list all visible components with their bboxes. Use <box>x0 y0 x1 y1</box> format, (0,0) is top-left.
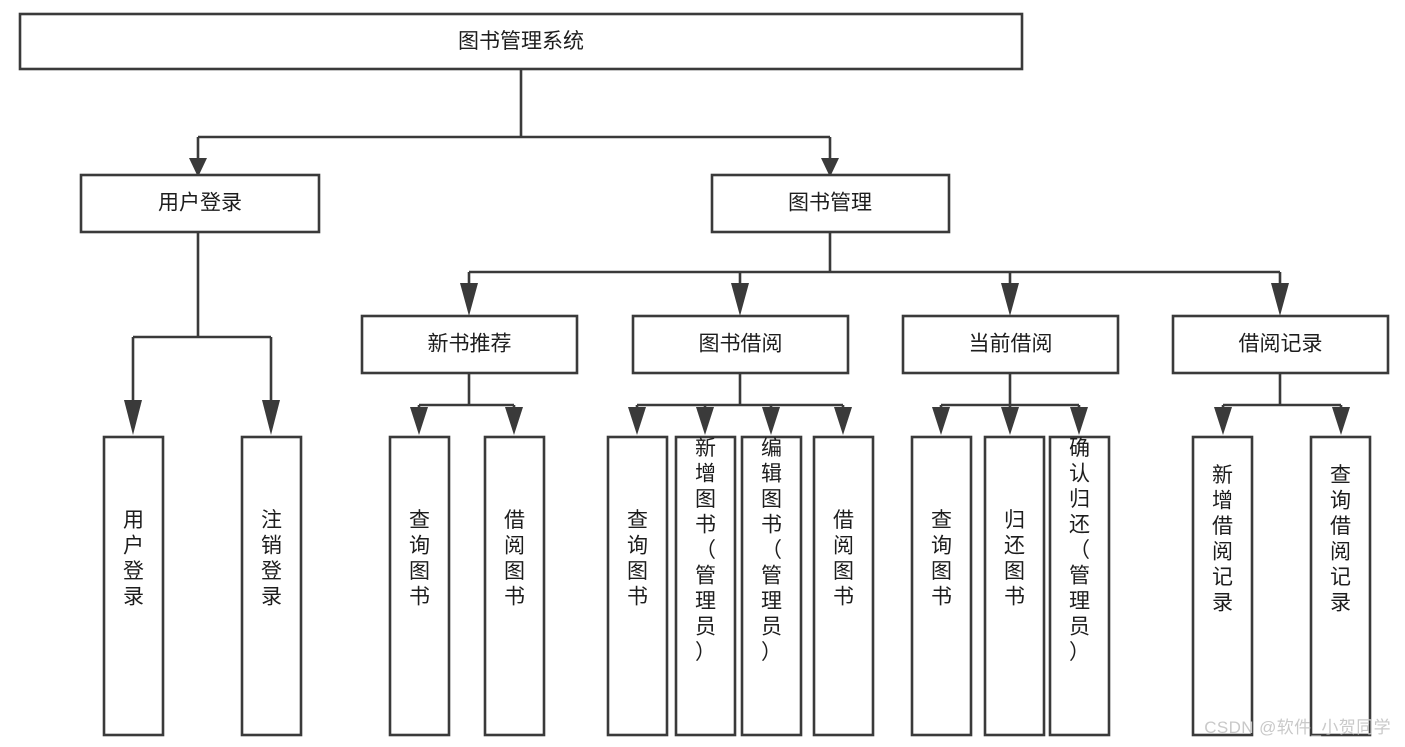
arrow-head-icon <box>731 283 749 316</box>
node-new-book-recommend[interactable]: 新书推荐 <box>360 314 579 375</box>
node-leaf-query-record-label: 查询借阅记录 <box>1330 464 1351 615</box>
node-leaf-add-record-label: 新增借阅记录 <box>1212 464 1233 615</box>
node-new-book-recommend-label: 新书推荐 <box>428 333 512 356</box>
node-book-borrow-box[interactable] <box>631 314 850 375</box>
node-leaf-borrow-book-1[interactable]: 借阅图书 <box>483 435 546 737</box>
arrow-head-icon <box>1001 407 1019 435</box>
arrow-head-icon <box>1001 283 1019 316</box>
node-leaf-confirm-return-label: 确认归还（管理员） <box>1069 437 1090 664</box>
arrow-head-icon <box>696 407 714 435</box>
connector-currentborrow-to-leaves <box>932 373 1088 435</box>
arrow-head-icon <box>932 407 950 435</box>
node-leaf-return-book-box[interactable] <box>983 435 1046 737</box>
node-user-login-box[interactable] <box>79 173 321 234</box>
node-leaf-edit-book-label: 编辑图书（管理员） <box>761 437 782 664</box>
arrow-head-icon <box>1332 407 1350 435</box>
node-root-box[interactable] <box>18 12 1024 71</box>
node-leaf-query-book-1-label: 查询图书 <box>409 509 430 609</box>
node-borrow-record[interactable]: 借阅记录 <box>1171 314 1390 375</box>
connector-borrowrecord-to-leaves <box>1214 373 1350 435</box>
node-leaf-query-book-2-label: 查询图书 <box>627 509 648 609</box>
node-book-borrow[interactable]: 图书借阅 <box>631 314 850 375</box>
node-leaf-add-book-box[interactable] <box>674 435 737 737</box>
node-root-label: 图书管理系统 <box>458 30 584 53</box>
node-book-manage-label: 图书管理 <box>788 192 872 215</box>
node-leaf-borrow-book-2-label: 借阅图书 <box>833 509 854 609</box>
node-leaf-borrow-book-2[interactable]: 借阅图书 <box>812 435 875 737</box>
node-current-borrow-box[interactable] <box>901 314 1120 375</box>
node-leaf-borrow-book-1-box[interactable] <box>483 435 546 737</box>
node-leaf-query-book-2[interactable]: 查询图书 <box>606 435 669 737</box>
node-root[interactable]: 图书管理系统 <box>18 12 1024 71</box>
arrow-head-icon <box>628 407 646 435</box>
node-current-borrow-label: 当前借阅 <box>969 333 1053 356</box>
node-book-manage-box[interactable] <box>710 173 951 234</box>
node-leaf-user-login-label: 用户登录 <box>123 509 144 609</box>
node-leaf-query-book-1-box[interactable] <box>388 435 451 737</box>
connector-root-to-level1 <box>189 69 839 177</box>
node-leaf-query-book-3[interactable]: 查询图书 <box>910 435 973 737</box>
arrow-head-icon <box>834 407 852 435</box>
node-leaf-query-book-3-box[interactable] <box>910 435 973 737</box>
node-new-book-recommend-box[interactable] <box>360 314 579 375</box>
connector-bookborrow-to-leaves <box>628 373 852 435</box>
node-leaf-user-login-box[interactable] <box>102 435 165 737</box>
node-leaf-borrow-book-1-label: 借阅图书 <box>504 509 525 609</box>
node-leaf-query-book-3-label: 查询图书 <box>931 509 952 609</box>
node-current-borrow[interactable]: 当前借阅 <box>901 314 1120 375</box>
node-leaf-add-book-label: 新增图书（管理员） <box>695 437 716 664</box>
node-leaf-add-record[interactable]: 新增借阅记录 <box>1191 435 1254 737</box>
node-borrow-record-label: 借阅记录 <box>1239 333 1323 356</box>
arrow-head-icon <box>762 407 780 435</box>
node-book-manage[interactable]: 图书管理 <box>710 173 951 234</box>
node-leaf-confirm-return[interactable]: 确认归还（管理员） <box>1048 435 1111 737</box>
node-leaf-user-login[interactable]: 用户登录 <box>102 435 165 737</box>
node-leaf-query-record[interactable]: 查询借阅记录 <box>1309 435 1372 737</box>
arrow-head-icon <box>1070 407 1088 435</box>
arrow-head-icon <box>410 407 428 435</box>
node-leaf-query-record-box[interactable] <box>1309 435 1372 737</box>
node-leaf-return-book-label: 归还图书 <box>1004 509 1025 609</box>
node-leaf-logout-login-box[interactable] <box>240 435 303 737</box>
node-leaf-return-book[interactable]: 归还图书 <box>983 435 1046 737</box>
watermark: CSDN @软件_小贺同学 <box>1204 718 1391 737</box>
node-leaf-query-book-2-box[interactable] <box>606 435 669 737</box>
node-leaf-add-book[interactable]: 新增图书（管理员） <box>674 435 737 737</box>
node-leaf-edit-book-box[interactable] <box>740 435 803 737</box>
node-user-login[interactable]: 用户登录 <box>79 173 321 234</box>
arrow-head-icon <box>821 158 839 177</box>
arrow-head-icon <box>189 158 207 177</box>
node-leaf-confirm-return-box[interactable] <box>1048 435 1111 737</box>
arrow-head-icon <box>460 283 478 316</box>
connector-userlogin-to-leaves <box>124 232 280 435</box>
node-leaf-edit-book[interactable]: 编辑图书（管理员） <box>740 435 803 737</box>
connector-bookmanage-to-level2 <box>460 232 1289 316</box>
node-leaf-add-record-box[interactable] <box>1191 435 1254 737</box>
arrow-head-icon <box>124 400 142 435</box>
node-book-borrow-label: 图书借阅 <box>699 333 783 356</box>
arrow-head-icon <box>505 407 523 435</box>
arrow-head-icon <box>262 400 280 435</box>
arrow-head-icon <box>1214 407 1232 435</box>
node-leaf-borrow-book-2-box[interactable] <box>812 435 875 737</box>
node-leaf-logout-login[interactable]: 注销登录 <box>240 435 303 737</box>
connector-newbook-to-leaves <box>410 373 523 435</box>
node-leaf-logout-login-label: 注销登录 <box>261 509 282 609</box>
node-borrow-record-box[interactable] <box>1171 314 1390 375</box>
arrow-head-icon <box>1271 283 1289 316</box>
node-leaf-query-book-1[interactable]: 查询图书 <box>388 435 451 737</box>
node-user-login-label: 用户登录 <box>158 192 242 215</box>
